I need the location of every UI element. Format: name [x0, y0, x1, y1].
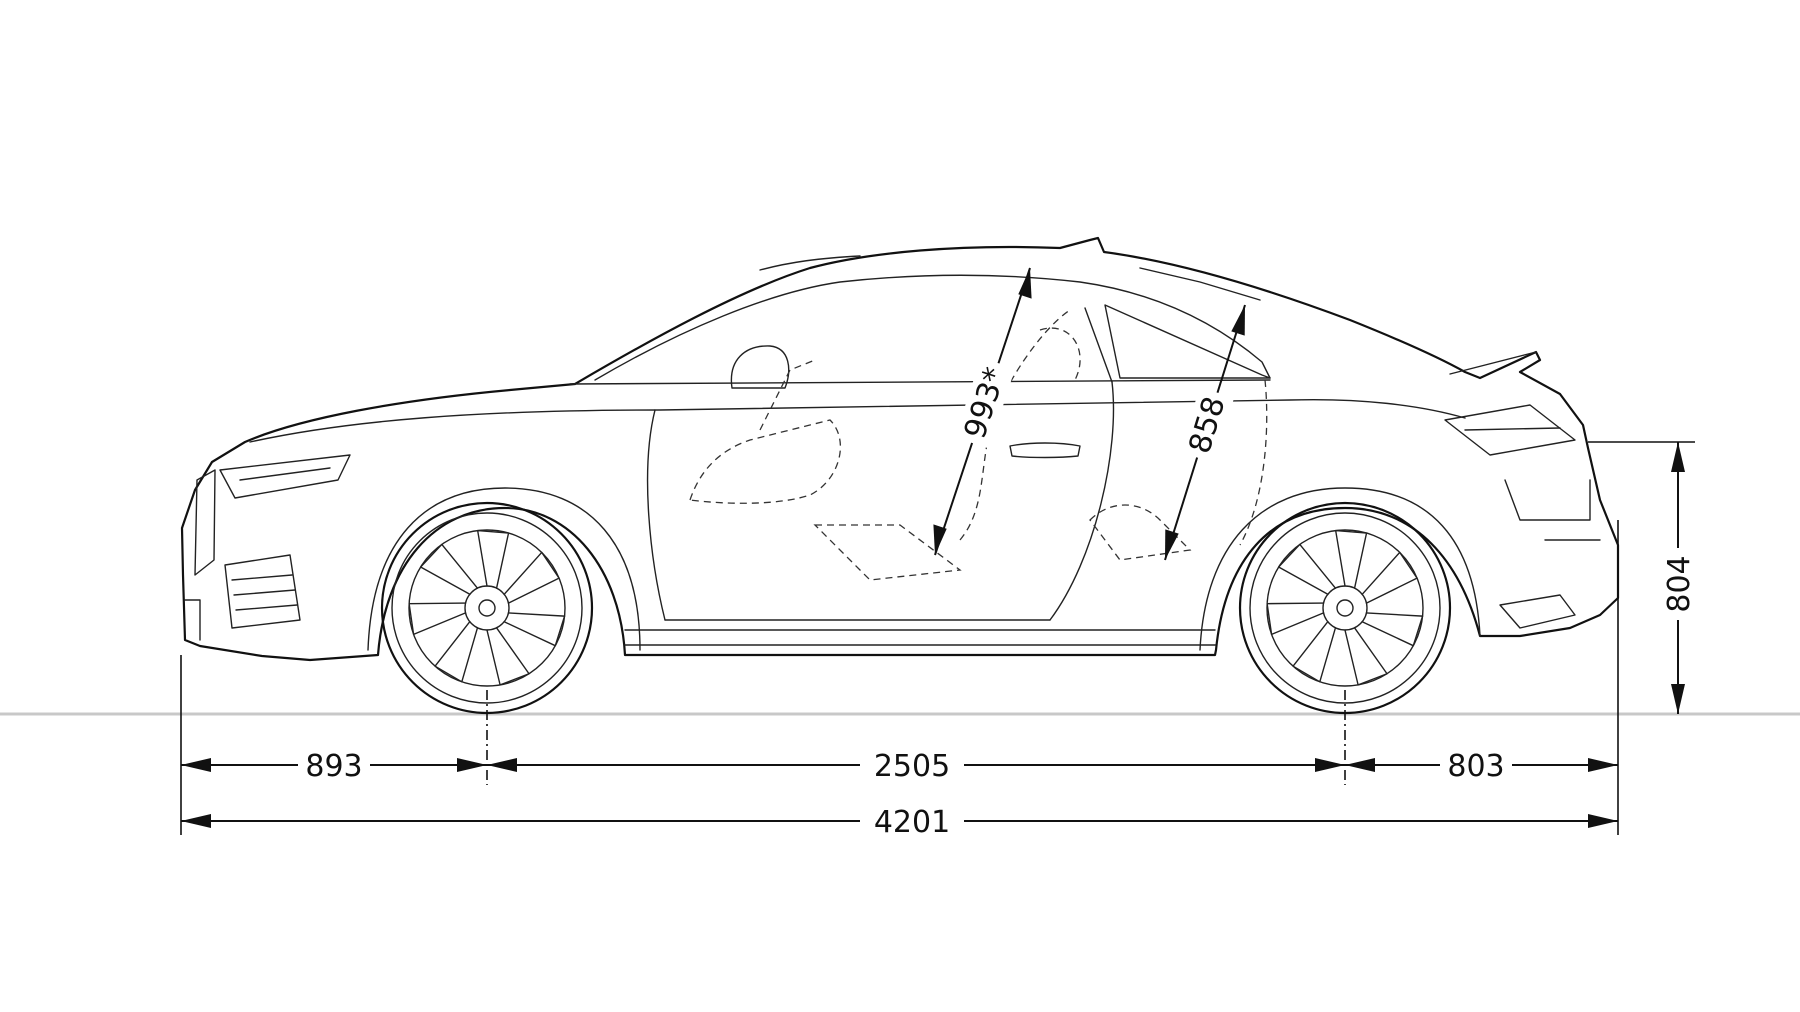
label-mask-front-headroom — [954, 357, 1016, 449]
dim-label-front-headroom: 993* — [958, 363, 1014, 443]
rear-wheel — [1238, 501, 1452, 715]
rear-wheel-spoke — [1361, 551, 1418, 604]
dim-label-wheelbase: 2505 — [874, 749, 950, 784]
dim-label-front-overhang: 893 — [305, 749, 362, 784]
label-mask-rear-overhang — [1440, 745, 1512, 783]
front-wheel — [380, 501, 594, 715]
label-mask-wheelbase — [860, 745, 964, 783]
front-wheel-spoke — [419, 543, 479, 595]
dim-label-rear-headroom: 858 — [1182, 393, 1232, 458]
label-mask-front-overhang — [298, 745, 370, 783]
front-wheel-spoke — [408, 602, 467, 636]
label-mask-overall-length — [860, 801, 964, 839]
label-mask-trunk-height — [1660, 548, 1696, 620]
arrowheads — [181, 268, 1685, 828]
rear-wheel-spoke — [1334, 529, 1368, 589]
front-wheel-spoke — [503, 612, 566, 647]
dim-label-overall-length: 4201 — [874, 805, 950, 840]
rear-wheel-spoke — [1361, 612, 1424, 647]
rear-wheel-spoke — [1266, 602, 1325, 636]
front-wheel-spoke — [486, 627, 530, 686]
wheel-spokes — [408, 529, 1424, 686]
dim-label-trunk-height: 804 — [1662, 555, 1697, 612]
dim-label-rear-overhang: 803 — [1447, 749, 1504, 784]
rear-wheel-spoke — [1292, 620, 1337, 683]
rear-wheel-spoke — [1344, 627, 1388, 686]
car-outline — [180, 236, 1620, 662]
front-wheel-spoke — [503, 551, 560, 604]
rear-wheel-spoke — [1277, 543, 1337, 595]
front-wheel-spoke — [434, 620, 479, 683]
front-wheel-spoke — [476, 529, 510, 589]
label-mask-rear-headroom — [1179, 387, 1235, 463]
